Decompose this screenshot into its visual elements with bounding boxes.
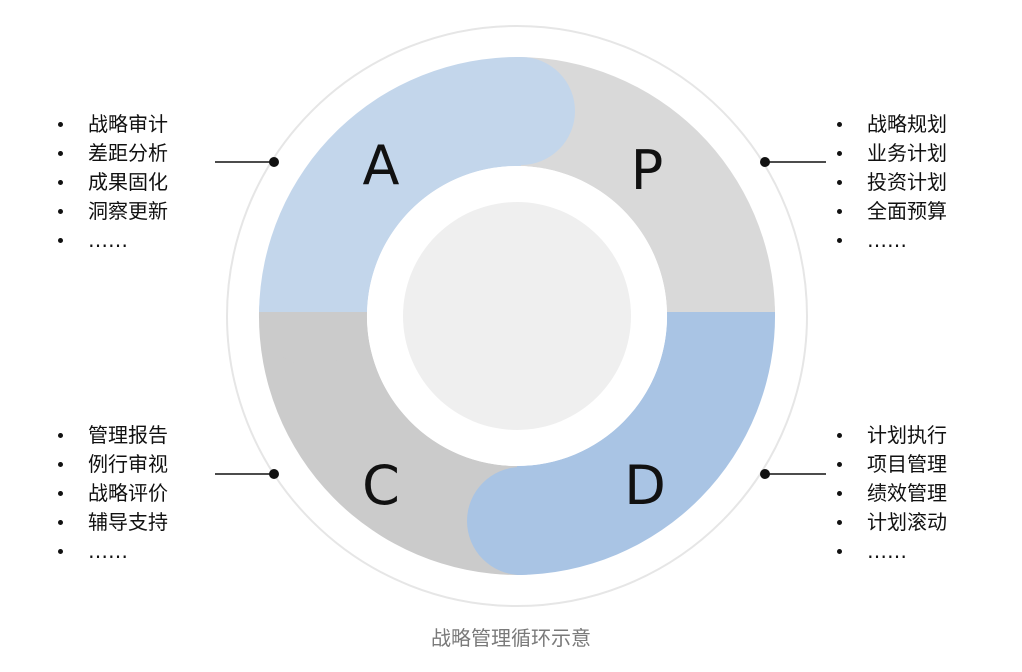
list-item-label: 差距分析 xyxy=(88,141,168,165)
connector-p xyxy=(760,157,826,167)
bullet-icon xyxy=(58,209,63,214)
bullet-icon xyxy=(58,151,63,156)
bullet-icon xyxy=(837,549,842,554)
bullet-icon xyxy=(837,180,842,185)
bullet-icon xyxy=(837,209,842,214)
list-item-label: 业务计划 xyxy=(867,141,947,165)
list-item-label: …… xyxy=(88,539,128,563)
list-item: …… xyxy=(58,226,168,255)
list-item: …… xyxy=(58,537,168,566)
list-item: 辅导支持 xyxy=(58,508,168,537)
list-item-label: 成果固化 xyxy=(88,170,168,194)
letter-c: C xyxy=(362,454,400,517)
list-item: 战略评价 xyxy=(58,479,168,508)
list-item-label: …… xyxy=(88,228,128,252)
list-item-label: 全面预算 xyxy=(867,199,947,223)
arc-segment-d xyxy=(467,312,776,575)
list-item-label: 计划滚动 xyxy=(867,510,947,534)
list-item-label: 管理报告 xyxy=(88,423,168,447)
bullet-icon xyxy=(837,151,842,156)
list-item-label: 辅导支持 xyxy=(88,510,168,534)
list-item-label: 投资计划 xyxy=(867,170,947,194)
list-item-label: 战略审计 xyxy=(88,112,168,136)
connector-a xyxy=(215,157,279,167)
list-item: …… xyxy=(837,537,947,566)
diagram-caption: 战略管理循环示意 xyxy=(431,626,591,650)
connector-d xyxy=(760,469,826,479)
list-item: 洞察更新 xyxy=(58,197,168,226)
letter-a: A xyxy=(362,134,400,197)
bullet-icon xyxy=(837,462,842,467)
list-item-label: 洞察更新 xyxy=(88,199,168,223)
list-item-label: 战略评价 xyxy=(88,481,168,505)
bullet-icon xyxy=(58,433,63,438)
connector-c xyxy=(215,469,279,479)
list-item-label: 计划执行 xyxy=(867,423,947,447)
bullet-icon xyxy=(58,122,63,127)
list-item: 战略审计 xyxy=(58,110,168,139)
bullet-icon xyxy=(58,180,63,185)
bullet-icon xyxy=(837,122,842,127)
list-item: 管理报告 xyxy=(58,421,168,450)
list-item: 战略规划 xyxy=(837,110,947,139)
list-item: 例行审视 xyxy=(58,450,168,479)
bullet-icon xyxy=(837,238,842,243)
list-item-label: …… xyxy=(867,228,907,252)
list-item-label: 绩效管理 xyxy=(867,481,947,505)
list-item: 绩效管理 xyxy=(837,479,947,508)
bullet-icon xyxy=(58,462,63,467)
list-item: 成果固化 xyxy=(58,168,168,197)
bullet-icon xyxy=(58,549,63,554)
list-item: 项目管理 xyxy=(837,450,947,479)
letter-d: D xyxy=(624,454,666,517)
list-item: 全面预算 xyxy=(837,197,947,226)
list-item: 计划执行 xyxy=(837,421,947,450)
list-item: 投资计划 xyxy=(837,168,947,197)
list-c: 管理报告 例行审视 战略评价 辅导支持 …… xyxy=(58,421,168,566)
letter-p: P xyxy=(630,139,664,202)
list-item-label: …… xyxy=(867,539,907,563)
list-d: 计划执行 项目管理 绩效管理 计划滚动 …… xyxy=(837,421,947,566)
list-item-label: 例行审视 xyxy=(88,452,168,476)
center-disc xyxy=(403,202,631,430)
bullet-icon xyxy=(58,238,63,243)
list-item: 计划滚动 xyxy=(837,508,947,537)
list-a: 战略审计 差距分析 成果固化 洞察更新 …… xyxy=(58,110,168,255)
bullet-icon xyxy=(837,491,842,496)
bullet-icon xyxy=(837,433,842,438)
list-item-label: 项目管理 xyxy=(867,452,947,476)
arc-segment-a xyxy=(259,56,575,313)
list-p: 战略规划 业务计划 投资计划 全面预算 …… xyxy=(837,110,947,255)
outer-ring xyxy=(226,25,808,607)
bullet-icon xyxy=(58,491,63,496)
list-item: 差距分析 xyxy=(58,139,168,168)
list-item: …… xyxy=(837,226,947,255)
bullet-icon xyxy=(58,520,63,525)
list-item: 业务计划 xyxy=(837,139,947,168)
list-item-label: 战略规划 xyxy=(867,112,947,136)
bullet-icon xyxy=(837,520,842,525)
